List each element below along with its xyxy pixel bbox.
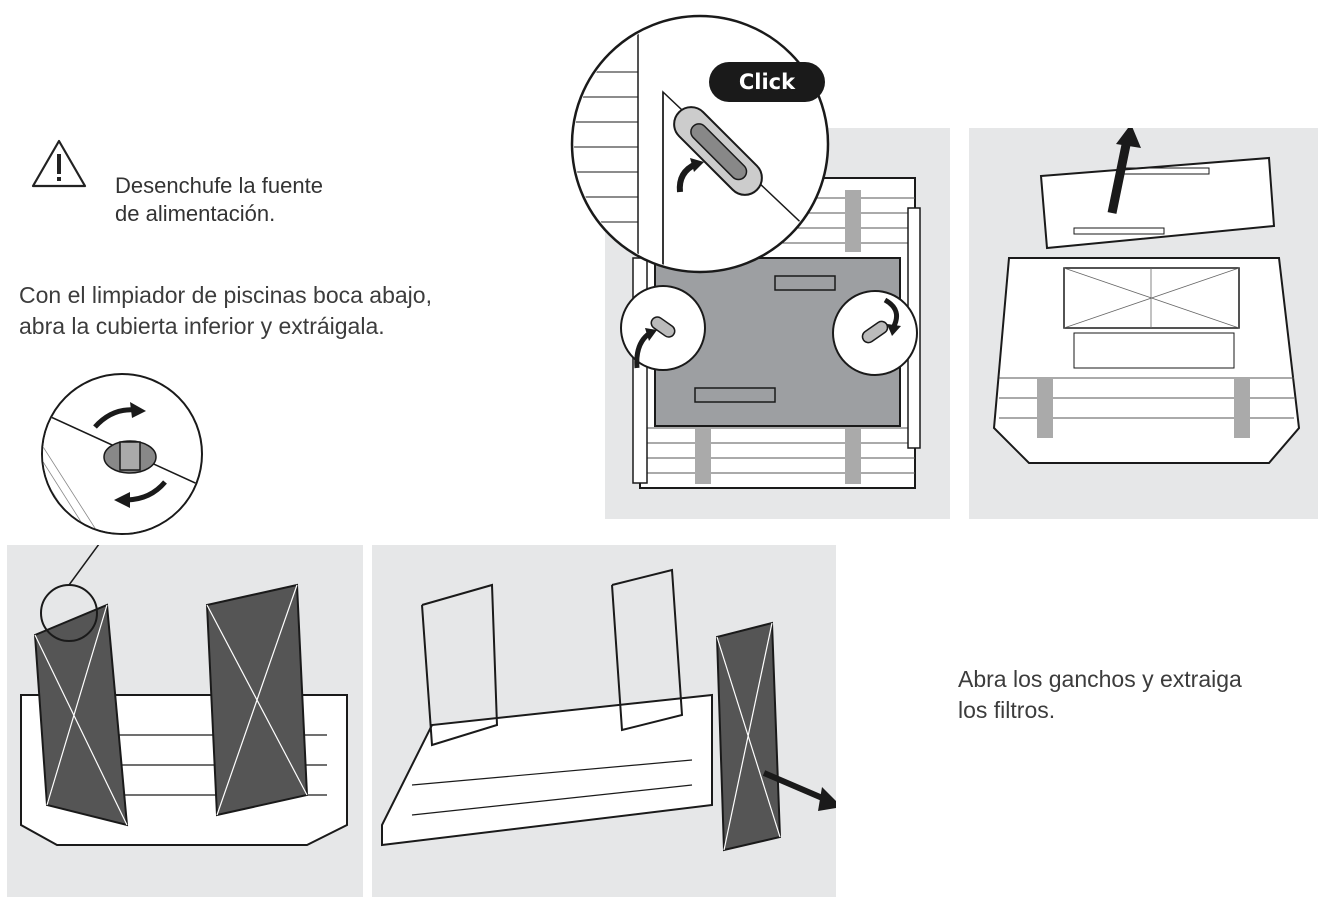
hook-zoom-circle — [40, 372, 204, 536]
warning-text-line2: de alimentación. — [115, 201, 276, 226]
latch-zoom-circle: Click — [568, 12, 832, 276]
filter-basket-illustration — [20, 545, 348, 846]
step2-instruction: Abra los ganchos y extraiga los filtros. — [958, 664, 1242, 726]
warning-block: Desenchufe la fuente de alimentación. — [30, 138, 360, 226]
panel-filter-basket — [7, 545, 363, 897]
step1-line1: Con el limpiador de piscinas boca abajo, — [19, 282, 432, 308]
step1-line2: abra la cubierta inferior y extráigala. — [19, 313, 385, 339]
cover-lift-illustration — [992, 128, 1301, 464]
click-badge-label: Click — [738, 70, 796, 94]
warning-text-line1: Desenchufe la fuente — [115, 173, 323, 198]
step2-line1: Abra los ganchos y extraiga — [958, 666, 1242, 692]
panel-filter-removal — [372, 545, 836, 897]
warning-triangle-icon — [31, 139, 87, 188]
click-badge — [709, 62, 825, 102]
step2-line2: los filtros. — [958, 697, 1056, 723]
step1-instruction: Con el limpiador de piscinas boca abajo,… — [19, 280, 432, 342]
filter-removal-illustration — [381, 568, 836, 852]
panel-cover-lifted — [969, 128, 1318, 519]
